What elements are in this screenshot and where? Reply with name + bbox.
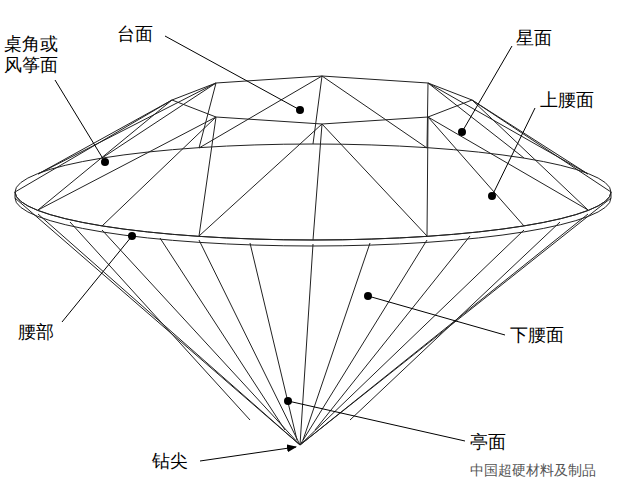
part-label: 桌角或 风筝面 (2, 34, 62, 75)
watermark: 中国超硬材料及制品 (468, 462, 598, 478)
part-label: 下腰面 (508, 325, 566, 346)
part-label: 台面 (115, 24, 155, 45)
part-label: 钻尖 (150, 451, 190, 472)
part-label: 星面 (514, 28, 554, 49)
part-label: 亭面 (468, 432, 508, 453)
part-label: 上腰面 (538, 90, 596, 111)
part-label: 腰部 (16, 322, 56, 343)
